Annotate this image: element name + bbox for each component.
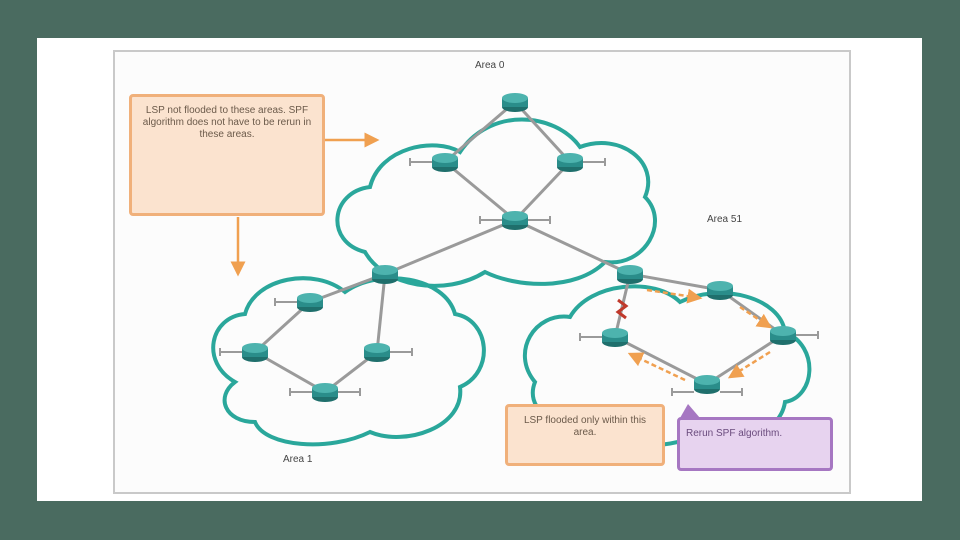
link-a51-failed bbox=[613, 273, 632, 338]
network-diagram-canvas bbox=[211, 93, 819, 448]
link-failure-icon bbox=[615, 298, 629, 320]
area-label-51: Area 51 bbox=[707, 214, 743, 225]
callout-pointers bbox=[230, 132, 700, 418]
link-a0-left-center bbox=[444, 160, 516, 222]
callout-lsp-not-flooded: LSP not flooded to these areas. SPF algo… bbox=[129, 94, 325, 216]
link-a0-right-center bbox=[513, 160, 572, 222]
router-icon bbox=[242, 343, 268, 362]
router-icon bbox=[694, 375, 720, 394]
ospf-area-diagram: Area 0 Area 1 Area 51 LSP not flooded to… bbox=[113, 50, 851, 494]
router-icon bbox=[372, 265, 398, 284]
stub-links bbox=[219, 158, 819, 396]
area-label-1: Area 1 bbox=[283, 454, 313, 465]
link-a51-right-bottom bbox=[706, 333, 784, 386]
link-a51-abr-top bbox=[629, 272, 721, 292]
router-icon bbox=[707, 281, 733, 300]
router-icon bbox=[770, 326, 796, 345]
link-a51-left-bottom bbox=[614, 335, 708, 386]
slide: Area 0 Area 1 Area 51 LSP not flooded to… bbox=[37, 38, 922, 501]
router-icon bbox=[502, 211, 528, 230]
link-a0-top-right bbox=[513, 100, 572, 164]
router-icon bbox=[617, 265, 643, 284]
router-icon bbox=[297, 293, 323, 312]
router-icon bbox=[312, 383, 338, 402]
link-a0-abr1 bbox=[384, 218, 516, 276]
router-icon bbox=[557, 153, 583, 172]
link-a0-abr51 bbox=[514, 218, 631, 276]
callout-lsp-flooded-within: LSP flooded only within this area. bbox=[505, 404, 665, 466]
link-a0-top-left bbox=[444, 100, 516, 164]
links bbox=[253, 100, 784, 394]
cloud-area0 bbox=[335, 117, 657, 288]
callout-rerun-spf: Rerun SPF algorithm. bbox=[677, 417, 833, 471]
cloud-area1 bbox=[211, 276, 486, 447]
router-icon bbox=[502, 93, 528, 112]
link-a1-abr-right bbox=[375, 273, 387, 353]
router-icon bbox=[364, 343, 390, 362]
lsp-flood-arrows bbox=[627, 288, 773, 382]
router-icon bbox=[602, 328, 628, 347]
router-icon bbox=[432, 153, 458, 172]
area-label-0: Area 0 bbox=[475, 60, 505, 71]
